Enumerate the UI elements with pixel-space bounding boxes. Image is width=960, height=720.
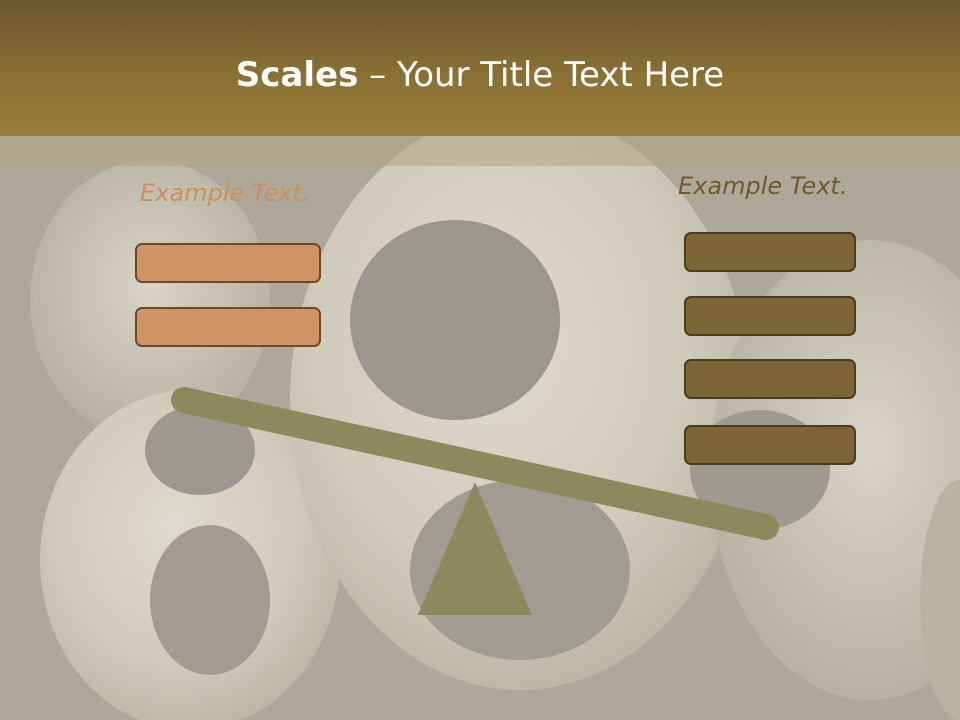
title-bar-band — [0, 136, 960, 166]
scale-fulcrum — [418, 482, 532, 615]
right-box-4 — [684, 425, 856, 465]
right-group-label: Example Text. — [678, 172, 848, 200]
right-box-3 — [684, 359, 856, 399]
left-box-1 — [135, 243, 321, 283]
slide-title: Scales – Your Title Text Here — [0, 54, 960, 96]
right-box-1 — [684, 232, 856, 272]
slide-title-rest: – Your Title Text Here — [358, 55, 725, 95]
left-group-label: Example Text. — [140, 179, 310, 207]
left-box-2 — [135, 307, 321, 347]
right-box-2 — [684, 296, 856, 336]
slide-title-bold: Scales — [235, 55, 359, 95]
scale-beam — [171, 387, 779, 540]
title-bar — [0, 0, 960, 136]
